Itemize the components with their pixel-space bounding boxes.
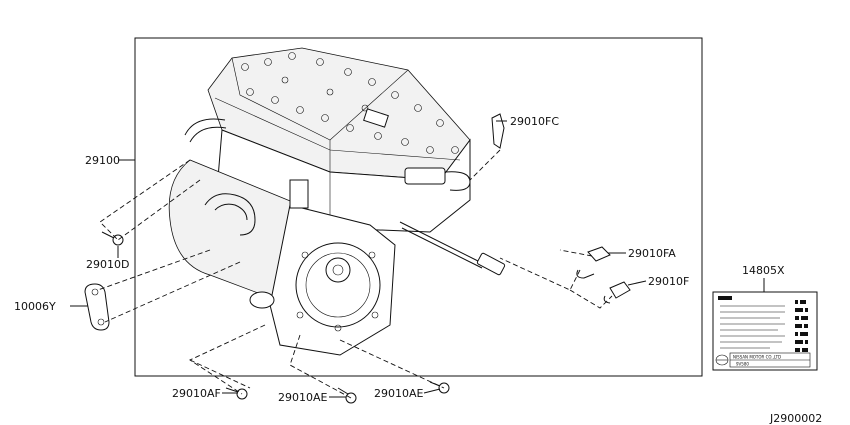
motor-inverter-assembly[interactable] (168, 47, 506, 356)
diagram-frame (134, 37, 703, 377)
clip-29010fc[interactable] (491, 113, 505, 149)
callout-10006y: 10006Y (14, 300, 56, 313)
label-brand-text: NISSAN MOTOR CO.,LTD (733, 355, 781, 360)
label-code-text: 9V580 (736, 362, 749, 367)
callout-29010fa: 29010FA (628, 247, 676, 260)
bolt-29010ae-2[interactable] (429, 381, 450, 394)
callout-14805x: 14805X (742, 264, 785, 277)
callout-29010af: 29010AF (172, 387, 221, 400)
clip-29010f[interactable] (603, 281, 631, 304)
callout-29010ae-1: 29010AE (278, 391, 328, 404)
callout-29100: 29100 (85, 154, 120, 167)
assembly-guide-lines (97, 149, 613, 399)
bracket-10006y[interactable] (84, 283, 110, 331)
callout-29010fc: 29010FC (510, 115, 559, 128)
leader-lines (70, 120, 765, 398)
barcode-icon (795, 300, 808, 352)
diagram-code: J2900002 (769, 412, 822, 425)
caution-label[interactable]: NISSAN MOTOR CO.,LTD 9V580 (712, 291, 818, 371)
callout-29010f: 29010F (648, 275, 689, 288)
callout-29010d: 29010D (86, 258, 129, 271)
callout-29010ae-2: 29010AE (374, 387, 424, 400)
clip-29010fa[interactable] (576, 246, 611, 279)
